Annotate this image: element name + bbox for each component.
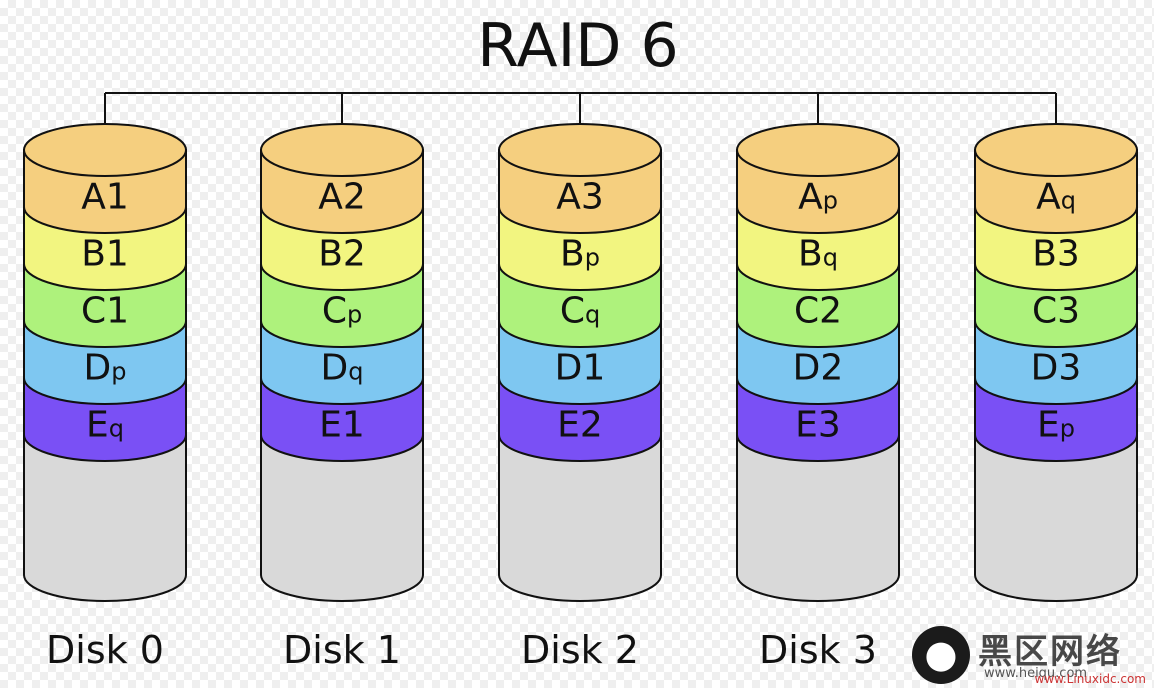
block-label: Cq [560,291,600,332]
block-label: Aq [1036,177,1076,218]
block-label: Dq [321,348,364,389]
block-label: Dp [84,348,127,389]
disk-label: Disk 0 [46,628,164,672]
block-label: Cp [322,291,362,332]
block-label: Eq [86,405,124,446]
linux-penguin-icon: ● [912,626,970,684]
block-label: Bq [798,234,838,275]
block-label: D3 [1031,348,1082,389]
disk-top-cap [974,123,1138,177]
diagram-title: RAID 6 [477,11,678,81]
block-label: Ep [1037,405,1075,446]
disk-top-cap [23,123,187,177]
block-label: C1 [81,291,129,332]
block-label: A3 [556,177,604,218]
block-label: A2 [318,177,366,218]
block-label: C2 [794,291,842,332]
watermark-text: 黑区网络 [978,632,1122,672]
disk-label: Disk 2 [521,628,639,672]
watermark-subtext: www.heiqu.com [984,666,1088,681]
disk-empty-space [736,434,900,602]
block-label: E2 [557,405,603,446]
block-label: B1 [81,234,129,275]
block-label: D2 [793,348,844,389]
disk-top-cap [260,123,424,177]
block-label: E1 [319,405,365,446]
block-label: D1 [555,348,606,389]
block-label: Bp [560,234,600,275]
disk-label: Disk 1 [283,628,401,672]
disk-empty-space [974,434,1138,602]
block-label: C3 [1032,291,1080,332]
disk-top-cap [498,123,662,177]
block-label: B3 [1032,234,1080,275]
block-label: Ap [798,177,838,218]
disk-empty-space [23,434,187,602]
disk-top-cap [736,123,900,177]
block-label: A1 [81,177,129,218]
bus-connector [104,92,1057,150]
watermark: ● 黑区网络 www.heiqu.com www.Linuxidc.com [912,622,1148,686]
block-label: B2 [318,234,366,275]
disk-empty-space [498,434,662,602]
disk-label: Disk 3 [759,628,877,672]
watermark-subtext-2: www.Linuxidc.com [1034,672,1146,686]
disk-empty-space [260,434,424,602]
block-label: E3 [795,405,841,446]
